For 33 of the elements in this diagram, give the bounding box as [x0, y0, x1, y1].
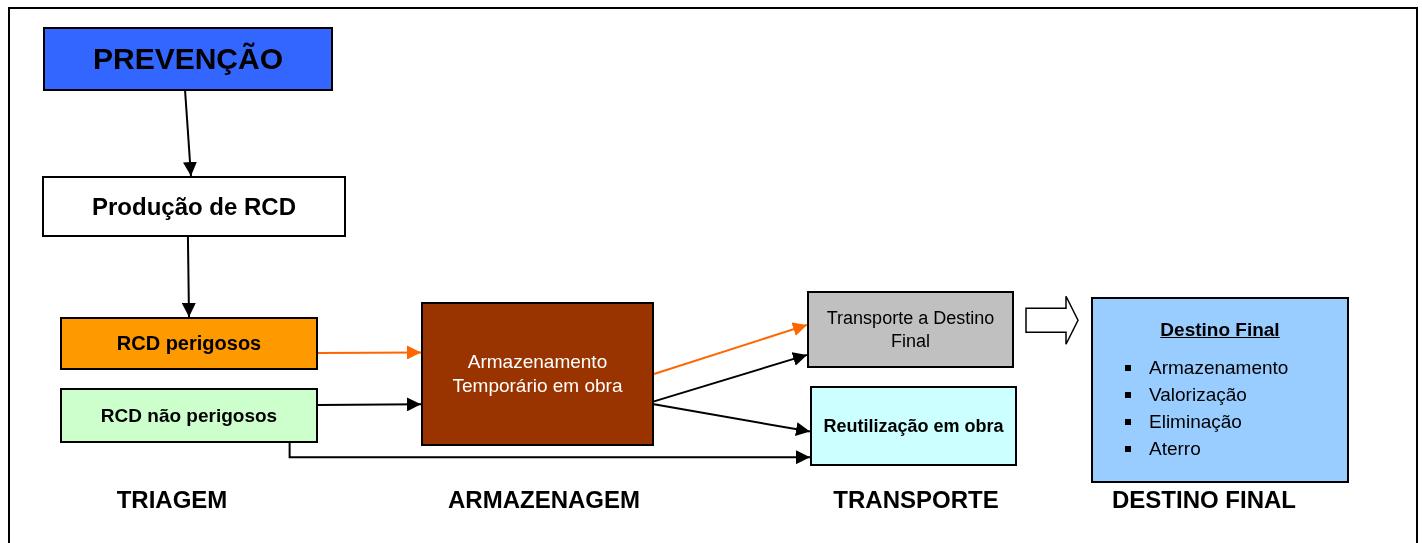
arrow [317, 345, 422, 360]
box-text: RCD não perigosos [99, 403, 279, 428]
bullet-item: Armazenamento [1121, 353, 1319, 381]
box-text: Reutilização em obra [822, 414, 1005, 438]
bullet-item: Aterro [1121, 434, 1319, 462]
arrow [653, 403, 811, 437]
arrow [183, 90, 197, 177]
box-text: PREVENÇÃO [91, 41, 284, 78]
box-text: Transporte a Destino Final [825, 307, 996, 352]
arrow [288, 442, 811, 465]
process-box [421, 302, 654, 446]
stage-label: DESTINO FINAL [1112, 486, 1296, 514]
process-box [807, 291, 1014, 368]
process-box [60, 317, 318, 370]
box-text: Produção de RCD [91, 191, 297, 222]
arrow [181, 236, 196, 318]
stage-label: TRIAGEM [116, 486, 228, 514]
arrow [653, 322, 808, 375]
process-box [810, 386, 1017, 466]
box-text: RCD perigosos [115, 331, 263, 356]
bullet-item: Eliminação [1121, 407, 1319, 435]
arrow [653, 352, 808, 403]
arrow [317, 397, 422, 412]
process-box [60, 388, 318, 443]
stage-label: ARMAZENAGEM [448, 486, 640, 514]
box-heading: Destino Final [1159, 318, 1281, 342]
block-arrow [1025, 295, 1079, 345]
list-box [1091, 297, 1349, 483]
process-box [42, 176, 346, 237]
box-text: Armazenamento Temporário em obra [451, 350, 624, 398]
stage-label: TRANSPORTE [833, 486, 999, 514]
process-box [43, 27, 333, 91]
bullet-item: Valorização [1121, 380, 1319, 408]
